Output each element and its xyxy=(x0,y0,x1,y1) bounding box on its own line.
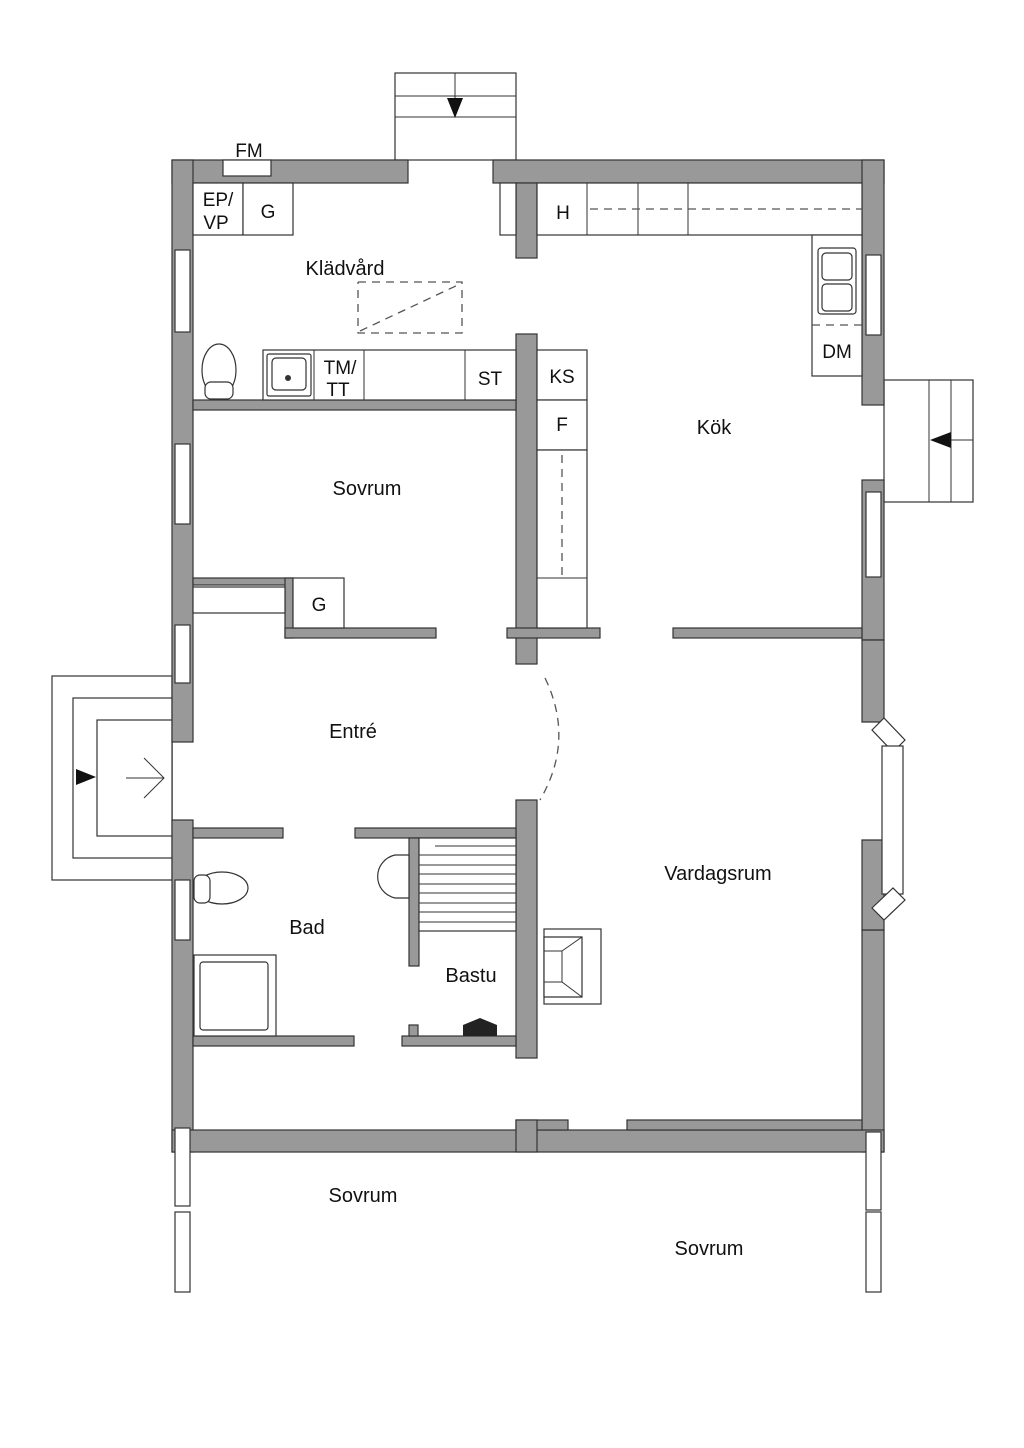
room-bad: Bad xyxy=(289,917,325,939)
utility-sink-icon xyxy=(266,353,312,397)
top-entrance-steps xyxy=(394,72,517,161)
shower-icon xyxy=(193,954,277,1037)
room-bastu: Bastu xyxy=(445,965,496,987)
bathroom-toilet-icon xyxy=(193,871,249,905)
room-vardagsrum: Vardagsrum xyxy=(664,863,771,885)
tm-label: TM/ xyxy=(324,358,357,379)
room-entre: Entré xyxy=(329,721,377,743)
arrow-right-icon xyxy=(76,769,96,785)
sauna-bench xyxy=(418,837,517,932)
door-swing xyxy=(539,677,560,801)
fm-cabinet xyxy=(222,159,272,177)
room-sovrum-bottom-left: Sovrum xyxy=(329,1185,398,1207)
sink-icon xyxy=(817,247,857,315)
kitchen-cabinets xyxy=(192,182,863,629)
f-label: F xyxy=(556,415,568,436)
st-label: ST xyxy=(478,369,503,390)
fireplace-icon xyxy=(543,928,602,1005)
toilet-icon xyxy=(201,343,237,400)
room-kok: Kök xyxy=(697,417,732,439)
h-label: H xyxy=(556,203,570,224)
g-label: G xyxy=(261,202,276,223)
sauna-heater-icon xyxy=(463,1018,497,1036)
closet-g-label: G xyxy=(312,595,327,616)
room-sovrum-top: Sovrum xyxy=(333,478,402,500)
tt-label: TT xyxy=(326,380,350,401)
fm-label: FM xyxy=(235,141,262,162)
entry-arrow-icon xyxy=(126,757,165,799)
left-entrance-steps xyxy=(51,675,173,881)
ks-label: KS xyxy=(549,367,574,388)
washbasin-icon xyxy=(377,854,410,899)
windows xyxy=(174,249,906,1293)
room-kladvard: Klädvård xyxy=(306,258,385,280)
room-sovrum-bottom-right: Sovrum xyxy=(675,1238,744,1260)
dm-label: DM xyxy=(822,342,852,363)
arrow-down-icon xyxy=(447,98,463,118)
ep-label: EP/ xyxy=(203,190,234,211)
arrow-left-icon xyxy=(930,432,951,448)
right-entrance-steps xyxy=(883,379,974,503)
interior-walls xyxy=(192,182,863,1153)
vp-label: VP xyxy=(203,213,228,234)
